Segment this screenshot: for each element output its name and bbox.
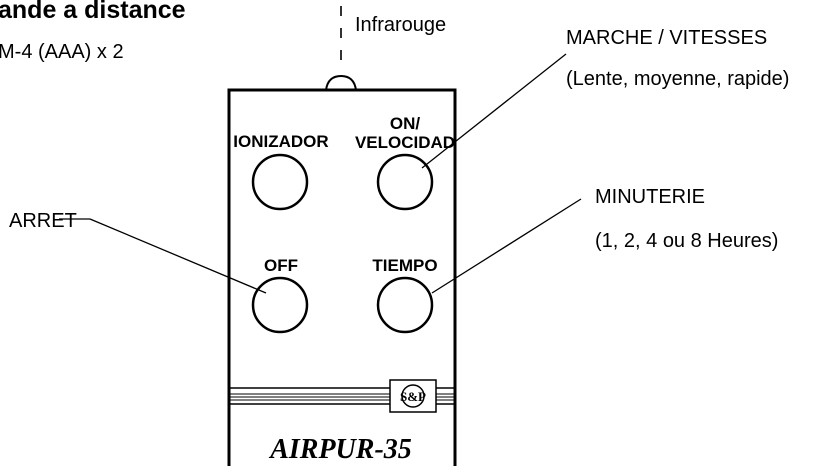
infrared-emitter [325,74,357,91]
arret-callout: ARRET [9,210,77,232]
off-label: OFF [264,256,298,275]
brand-logo: S&P [389,379,437,413]
model-name: AIRPUR-35 [268,434,412,465]
tiempo-button[interactable] [376,276,434,334]
brand-logo-text: S&P [400,389,426,404]
off-button[interactable] [251,276,309,334]
ionizador-button[interactable] [251,153,309,211]
arret-leader-line-b [89,218,267,294]
battery-spec: M-4 (AAA) x 2 [0,41,124,63]
ionizador-label: IONIZADOR [233,132,328,151]
minuterie-leader-line [431,198,582,294]
on-velocidad-button[interactable] [376,153,434,211]
marche-callout-line1: MARCHE / VITESSES [566,27,767,49]
diagram-title: ande a distance [0,0,186,24]
marche-leader-line [421,53,567,169]
tiempo-label: TIEMPO [372,256,437,275]
marche-callout-line2: (Lente, moyenne, rapide) [566,68,789,90]
infrared-label: Infrarouge [355,14,446,36]
minuterie-callout-line2: (1, 2, 4 ou 8 Heures) [595,230,778,252]
minuterie-callout-line1: MINUTERIE [595,186,705,208]
on-label-line1: ON/ [390,114,421,133]
on-label-line2: VELOCIDAD [355,133,455,152]
